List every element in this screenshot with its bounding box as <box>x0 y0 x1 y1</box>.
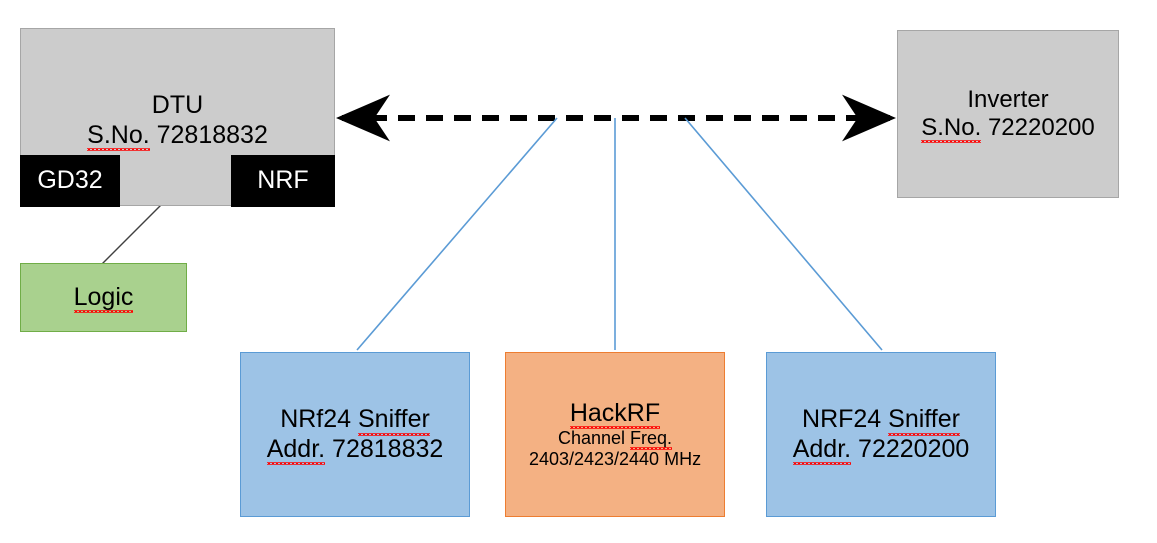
node-inverter[interactable]: Inverter S.No. 72220200 <box>897 30 1119 198</box>
dtu-title: DTU <box>151 91 204 119</box>
sniffer-right-addr-value: 72220200 <box>858 434 970 463</box>
hackrf-title-text: HackRF <box>569 398 661 429</box>
dtu-serial-prefix: S.No. <box>87 120 150 151</box>
inverter-serial-value: 72220200 <box>987 114 1095 141</box>
hackrf-channel-flagged: Freq. <box>630 428 673 451</box>
sniffer-right-addr-prefix: Addr. <box>792 434 852 465</box>
node-logic[interactable]: Logic <box>20 263 187 332</box>
inverter-serial-prefix: S.No. <box>921 114 982 144</box>
sniffer-right-title-plain: NRF24 <box>802 405 889 433</box>
sniffer-right-title: NRF24 Sniffer <box>802 405 960 435</box>
sniffer-left-addr-value: 72818832 <box>332 434 444 463</box>
dtu-serial-value: 72818832 <box>156 120 268 149</box>
edge-sniffer-left-tap <box>356 117 558 351</box>
node-sniffer-left[interactable]: NRf24 Sniffer Addr. 72818832 <box>240 352 470 517</box>
inverter-title: Inverter <box>967 85 1049 113</box>
inverter-serial: S.No. 72220200 <box>921 114 1095 144</box>
node-sniffer-right[interactable]: NRF24 Sniffer Addr. 72220200 <box>766 352 996 517</box>
hackrf-title: HackRF <box>569 398 661 429</box>
sniffer-right-title-flagged: Sniffer <box>888 405 960 435</box>
sniffer-left-title-flagged: Sniffer <box>358 405 430 435</box>
logic-label: Logic <box>73 282 134 313</box>
node-hackrf[interactable]: HackRF Channel Freq. 2403/2423/2440 MHz <box>505 352 725 517</box>
dtu-text-group: DTU S.No. 72818832 <box>21 91 334 151</box>
gd32-label: GD32 <box>37 166 103 195</box>
sniffer-left-title-plain: NRf24 <box>280 405 358 433</box>
hackrf-channel-plain: Channel <box>557 428 631 449</box>
sniffer-left-title: NRf24 Sniffer <box>280 405 430 435</box>
edge-sniffer-right-tap <box>684 117 883 351</box>
hackrf-frequencies: 2403/2423/2440 MHz <box>528 449 702 470</box>
hackrf-channel-label: Channel Freq. <box>557 428 673 451</box>
node-nrf[interactable]: NRF <box>231 155 335 207</box>
logic-label-text: Logic <box>73 282 134 313</box>
node-gd32[interactable]: GD32 <box>20 155 120 207</box>
dtu-serial: S.No. 72818832 <box>87 121 268 151</box>
sniffer-right-addr: Addr. 72220200 <box>792 434 970 465</box>
sniffer-left-addr: Addr. 72818832 <box>266 434 444 465</box>
nrf-label: NRF <box>257 166 309 195</box>
sniffer-left-addr-prefix: Addr. <box>266 434 326 465</box>
